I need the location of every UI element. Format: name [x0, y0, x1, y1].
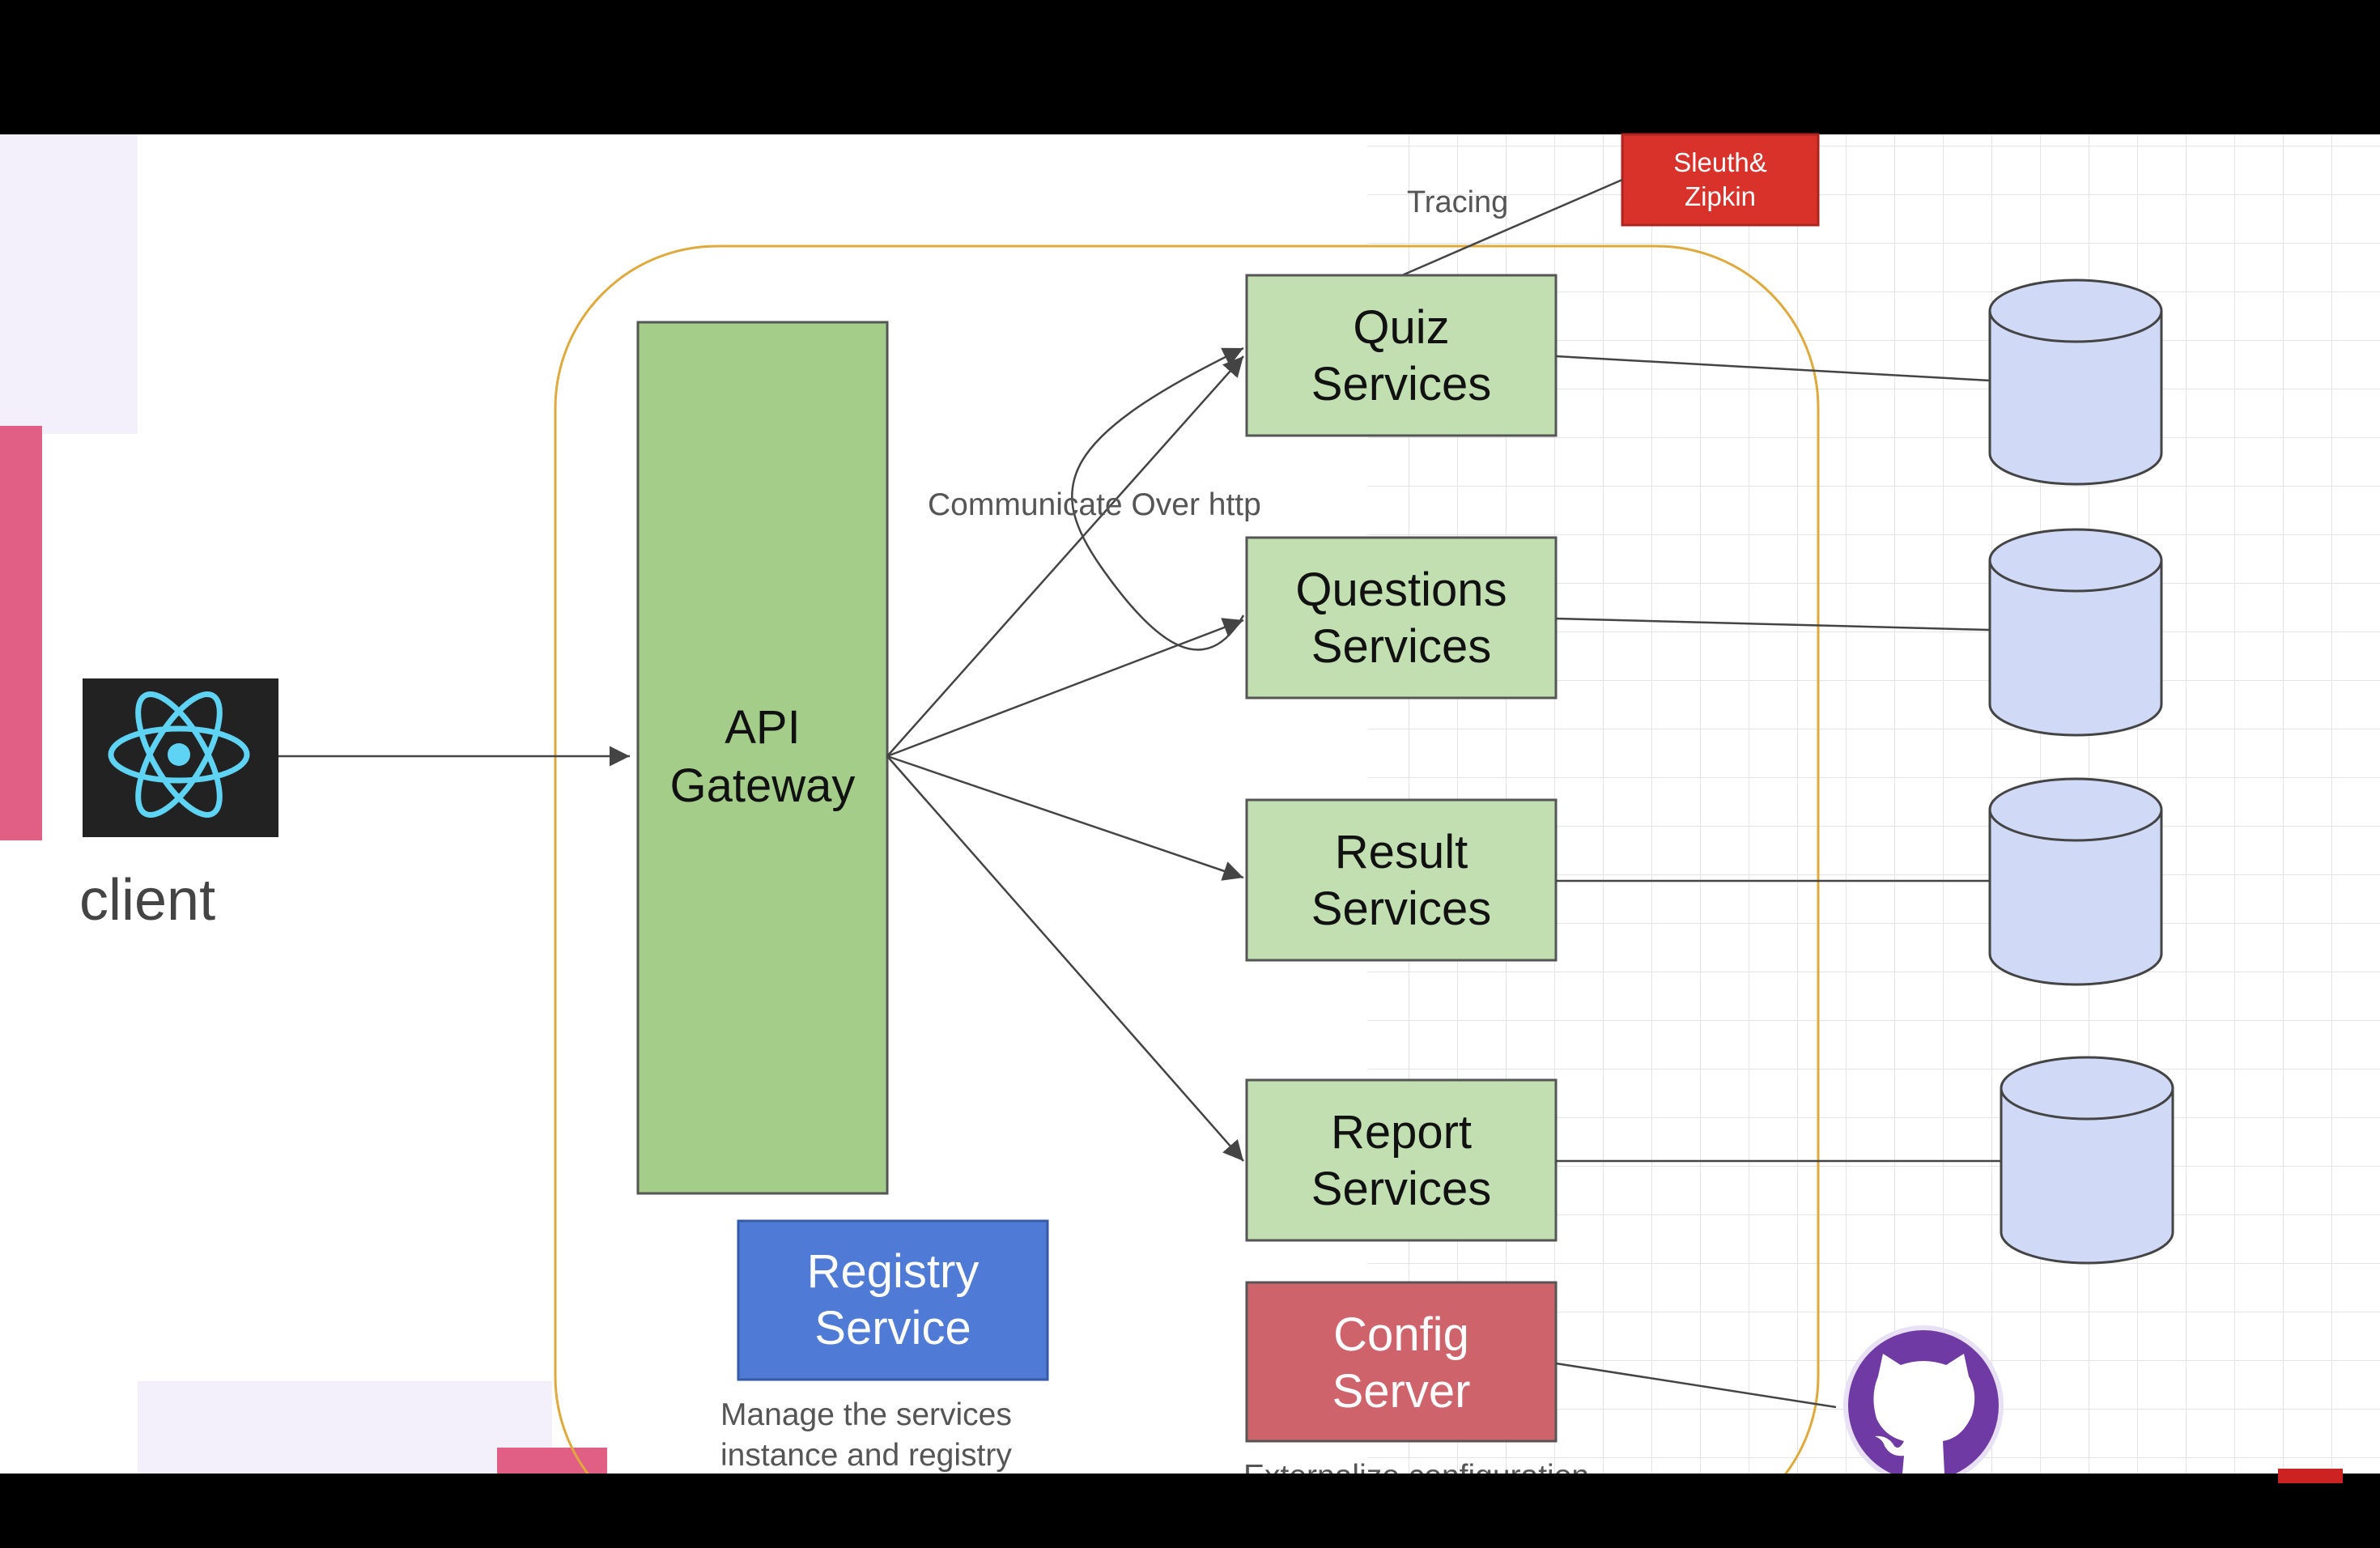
config-server-line1: Config — [1333, 1308, 1469, 1361]
http-edge-label: Communicate Over http — [928, 487, 1261, 522]
gateway-to-questions-arrow — [886, 618, 1244, 758]
deco-pink-block — [497, 1448, 607, 1474]
result-database-icon — [1988, 777, 2163, 986]
top-bar — [0, 0, 2380, 134]
quiz-services-box — [1245, 274, 1558, 437]
result-services-line1: Result — [1335, 826, 1468, 878]
questions-database-icon — [1988, 528, 2163, 737]
api-gateway-line2: Gateway — [670, 759, 856, 812]
result-services-box — [1245, 798, 1558, 962]
config-github-link — [1555, 1362, 1837, 1409]
quiz-database-icon — [1988, 279, 2163, 486]
config-server-line2: Server — [1332, 1365, 1471, 1418]
deco-panel-top — [0, 134, 138, 434]
registry-service-line1: Registry — [807, 1245, 980, 1298]
gateway-to-report-arrow — [886, 755, 1244, 1162]
client-label: client — [79, 868, 215, 933]
quiz-db-link — [1555, 355, 1991, 382]
result-services-line2: Services — [1311, 882, 1491, 935]
tracing-box-line2: Zipkin — [1685, 181, 1756, 211]
report-services-line1: Report — [1331, 1106, 1472, 1159]
questions-services-line1: Questions — [1295, 563, 1507, 616]
registry-service-box — [737, 1219, 1049, 1381]
gateway-to-result-arrow — [886, 755, 1244, 881]
questions-db-link — [1555, 617, 1991, 632]
api-gateway-box — [636, 321, 889, 1195]
subscribe-badge — [2278, 1469, 2343, 1483]
github-icon — [1843, 1325, 2004, 1486]
report-services-line2: Services — [1311, 1163, 1491, 1215]
deco-pink-strip — [0, 426, 42, 840]
bottom-bar-overlay — [0, 1474, 2380, 1548]
gateway-to-quiz-arrow — [886, 355, 1244, 757]
react-icon — [108, 691, 250, 818]
report-database-icon — [2000, 1056, 2174, 1265]
quiz-services-line1: Quiz — [1353, 301, 1449, 354]
registry-caption-line1: Manage the services — [720, 1397, 1012, 1432]
config-server-box — [1245, 1281, 1558, 1443]
quiz-questions-http-curve — [1071, 347, 1245, 651]
questions-services-line2: Services — [1311, 620, 1491, 673]
questions-services-box — [1245, 536, 1558, 700]
report-services-box — [1245, 1078, 1558, 1242]
registry-service-line2: Service — [814, 1302, 971, 1354]
deco-panel-bottom — [138, 1381, 552, 1474]
api-gateway-line1: API — [725, 701, 801, 754]
registry-caption-line2: instance and registry — [720, 1438, 1012, 1473]
tracing-box-line1: Sleuth& — [1673, 147, 1767, 177]
tracing-connector — [1401, 178, 1623, 277]
tracing-label: Tracing — [1407, 185, 1508, 219]
quiz-services-line2: Services — [1311, 358, 1491, 410]
